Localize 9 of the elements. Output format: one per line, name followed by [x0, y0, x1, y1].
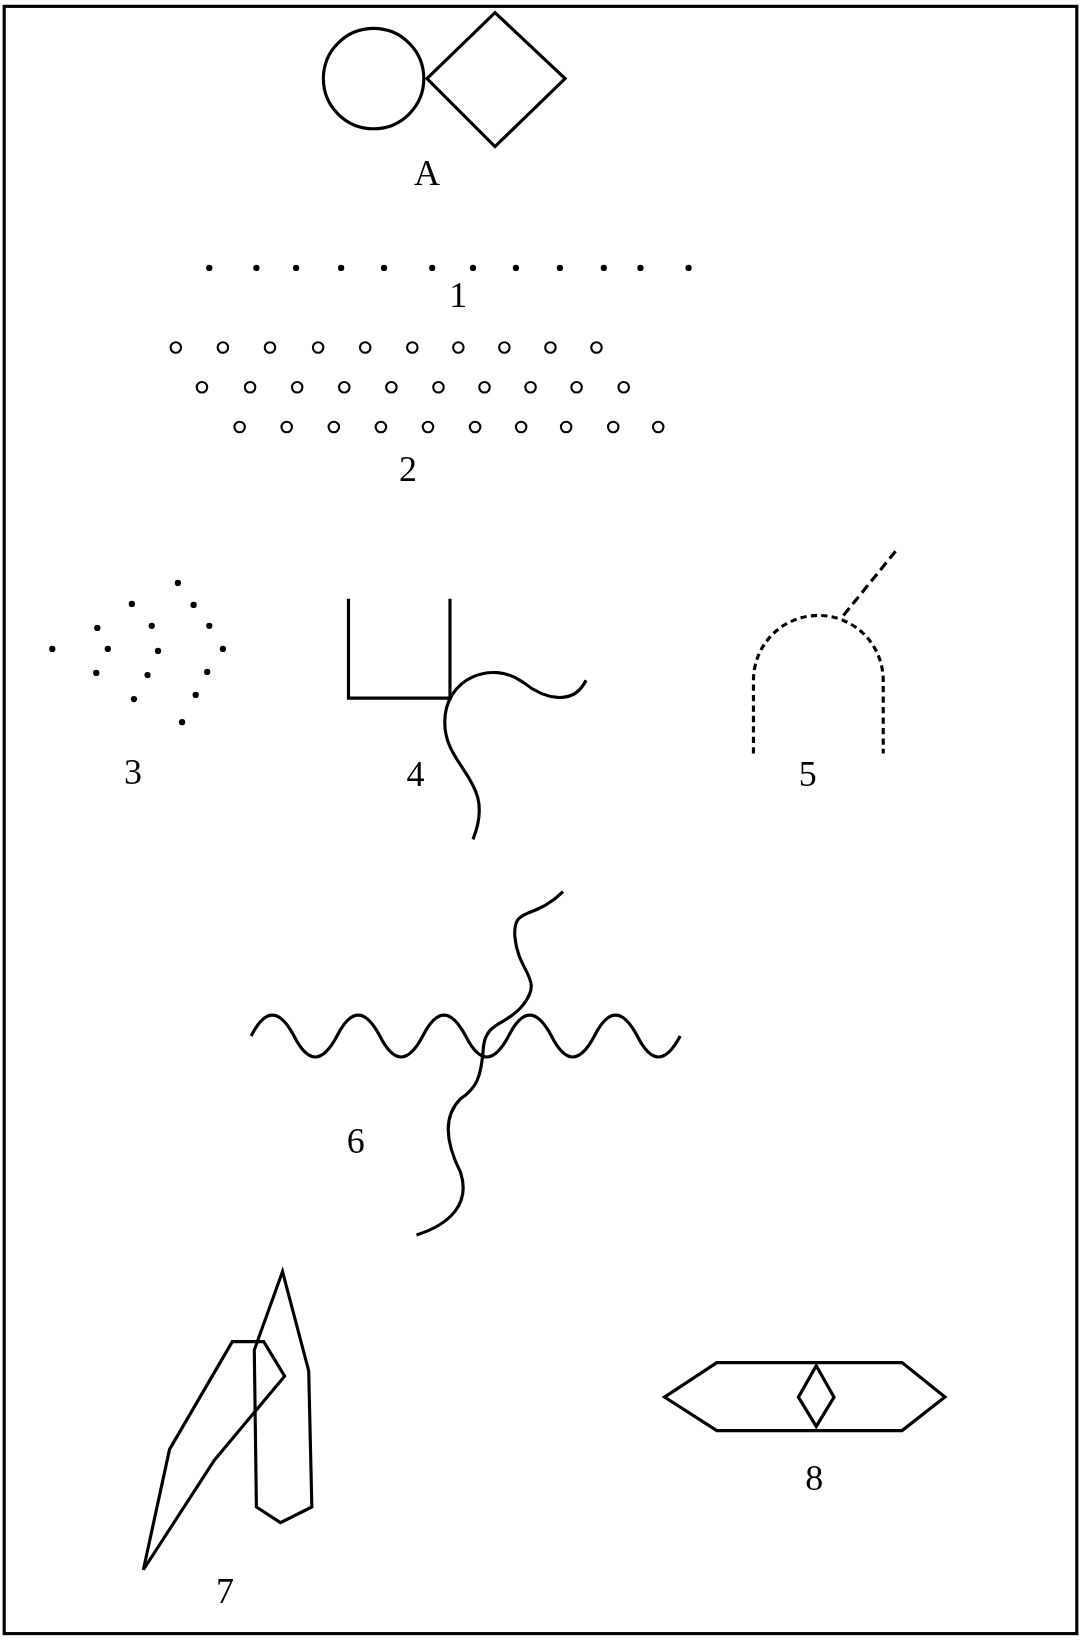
figure-label: 7 [216, 1572, 234, 1609]
figure-label: 8 [805, 1459, 824, 1496]
figure-label: 2 [399, 450, 418, 487]
figure-label: 4 [406, 756, 425, 793]
figure-label: 6 [346, 1122, 365, 1159]
figure-label: A [413, 154, 440, 191]
figure-label: 1 [449, 277, 468, 314]
figure-label: 3 [123, 754, 142, 791]
figure-label: 5 [798, 756, 817, 793]
